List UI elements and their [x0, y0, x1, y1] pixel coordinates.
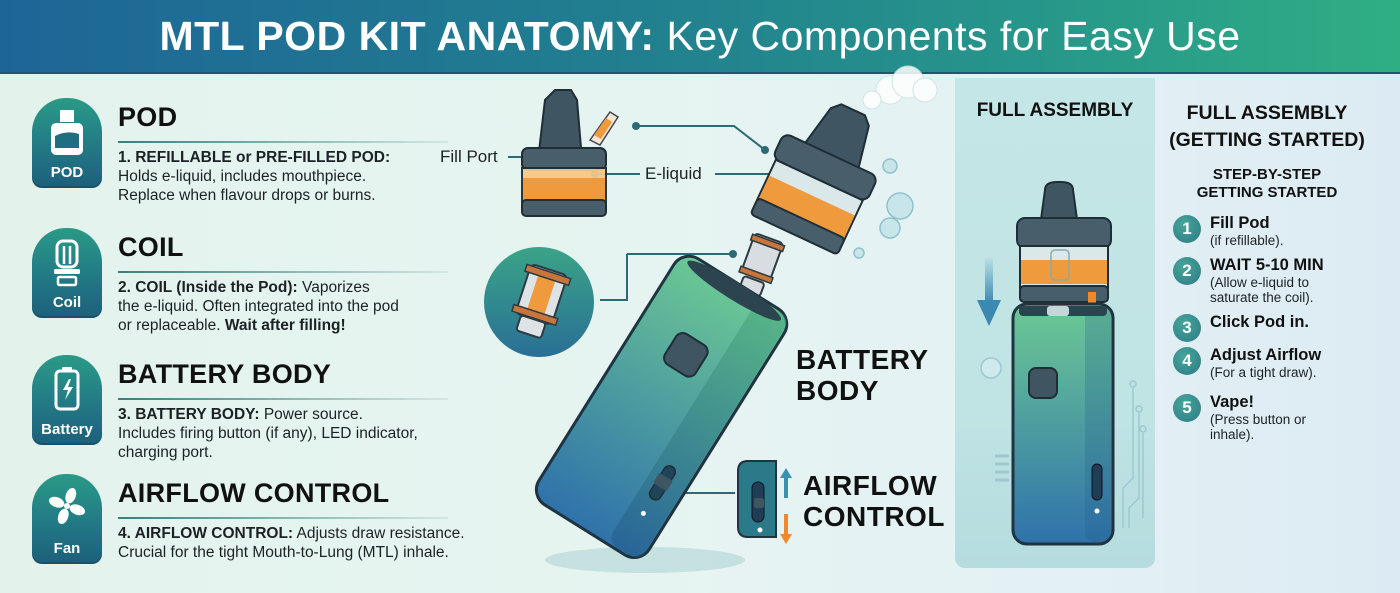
airflow-label-line: AIRFLOW — [803, 470, 938, 501]
battery-lead-tail: Power source. — [259, 406, 363, 423]
pod-badge: POD — [32, 98, 102, 188]
step-title: WAIT 5-10 MIN — [1210, 256, 1324, 274]
step-number-badge: 3 — [1173, 314, 1201, 342]
battery-badge-label: Battery — [41, 421, 93, 438]
battery-body-label: BATTERY BODY — [796, 344, 929, 406]
coil-badge: Coil — [32, 228, 102, 318]
pod-illustration — [750, 103, 877, 255]
step-title: Fill Pod — [1210, 214, 1270, 232]
step-title: Vape! — [1210, 393, 1255, 411]
component-airflow: Fan AIRFLOW CONTROL 4. AIRFLOW CONTROL: … — [32, 474, 465, 584]
step-desc-line: saturate the coil). — [1210, 290, 1314, 305]
airflow-control-label: AIRFLOW CONTROL — [803, 470, 945, 532]
airflow-line: Crucial for the tight Mouth-to-Lung (MTL… — [118, 544, 449, 561]
airflow-slider-illustration — [737, 460, 777, 538]
steps-header: FULL ASSEMBLY (GETTING STARTED) STEP-BY-… — [1162, 100, 1372, 202]
battery-icon — [54, 367, 80, 411]
pod-line: Holds e-liquid, includes mouthpiece. — [118, 168, 367, 185]
battery-body-label-line: BODY — [796, 375, 879, 406]
assembled-device-illustration — [977, 181, 1147, 546]
pod-icon — [51, 110, 83, 155]
steps-title: FULL ASSEMBLY — [1186, 102, 1348, 124]
coil-line: or replaceable. — [118, 317, 225, 334]
battery-line: charging port. — [118, 444, 213, 461]
component-coil: Coil COIL 2. COIL (Inside the Pod): Vapo… — [32, 228, 462, 338]
vapor-cloud-icon — [845, 65, 938, 119]
pod-description: 1. REFILLABLE or PRE-FILLED POD: Holds e… — [118, 148, 390, 205]
step-number-badge: 1 — [1173, 215, 1201, 243]
page-title: MTL POD KIT ANATOMY: Key Components for … — [159, 13, 1240, 60]
battery-badge: Battery — [32, 355, 102, 445]
airflow-description: 4. AIRFLOW CONTROL: Adjusts draw resista… — [118, 524, 465, 562]
pod-badge-label: POD — [50, 164, 84, 181]
battery-illustration — [534, 254, 789, 559]
step-description: (if refillable). — [1210, 233, 1284, 248]
coil-heading: COIL — [118, 232, 184, 262]
component-battery: Battery BATTERY BODY 3. BATTERY BODY: Po… — [32, 355, 462, 465]
step-title: Adjust Airflow — [1210, 346, 1322, 364]
step-description: (For a tight draw). — [1210, 365, 1317, 380]
battery-body-label-line: BATTERY — [796, 344, 929, 375]
step-number-badge: 5 — [1173, 394, 1201, 422]
step-desc-line: (For a tight draw). — [1210, 365, 1317, 380]
header-banner: MTL POD KIT ANATOMY: Key Components for … — [0, 0, 1400, 74]
step-description: (Press button or inhale). — [1210, 412, 1306, 442]
coil-line: the e-liquid. Often integrated into the … — [118, 298, 399, 315]
step-number-badge: 4 — [1173, 347, 1201, 375]
divider — [118, 398, 448, 400]
battery-heading: BATTERY BODY — [118, 359, 332, 389]
step-title: Click Pod in. — [1210, 313, 1310, 331]
divider — [118, 271, 448, 273]
step-desc-line: inhale). — [1210, 427, 1255, 442]
steps-subtitle: GETTING STARTED — [1196, 184, 1338, 201]
down-arrow-icon — [977, 258, 1001, 326]
coil-illustration — [738, 233, 786, 297]
steps-subtitle: STEP-BY-STEP — [1212, 166, 1322, 183]
step-desc-line: (Allow e-liquid to — [1210, 275, 1310, 290]
divider — [118, 517, 448, 519]
pod-line: Replace when flavour drops or burns. — [118, 187, 376, 204]
fan-badge-label: Fan — [53, 540, 81, 557]
battery-lead: 3. BATTERY BODY: — [118, 406, 260, 423]
battery-description: 3. BATTERY BODY: Power source. Includes … — [118, 405, 418, 462]
coil-description: 2. COIL (Inside the Pod): Vaporizes the … — [118, 278, 399, 335]
step-description: (Allow e-liquid to saturate the coil). — [1210, 275, 1314, 305]
divider — [118, 141, 448, 143]
eliquid-label: E-liquid — [645, 164, 702, 183]
full-assembly-panel: FULL ASSEMBLY — [955, 78, 1155, 568]
fill-port-label: Fill Port — [440, 147, 498, 166]
coil-warning: Wait after filling! — [224, 317, 346, 334]
component-pod: POD POD 1. REFILLABLE or PRE-FILLED POD:… — [32, 98, 462, 208]
battery-line: Includes firing button (if any), LED ind… — [118, 425, 418, 442]
full-assembly-title: FULL ASSEMBLY — [976, 100, 1134, 121]
airflow-heading: AIRFLOW CONTROL — [118, 478, 390, 508]
up-down-arrow-icon — [780, 468, 792, 544]
fan-icon — [48, 487, 86, 525]
fan-badge: Fan — [32, 474, 102, 564]
step-desc-line: (Press button or — [1210, 412, 1307, 427]
airflow-lead-tail: Adjusts draw resistance. — [293, 525, 465, 542]
coil-badge-label: Coil — [52, 294, 82, 311]
pod-refill-illustration — [521, 89, 620, 217]
pod-heading: POD — [118, 102, 178, 132]
coil-icon — [54, 239, 80, 287]
step-desc-line: (if refillable). — [1210, 233, 1284, 248]
steps-title-sub: (GETTING STARTED) — [1169, 129, 1365, 151]
step-number-badge: 2 — [1173, 257, 1201, 285]
page-title-bold: MTL POD KIT ANATOMY: — [159, 12, 655, 59]
coil-lead-tail: Vaporizes — [297, 279, 370, 296]
airflow-label-line: CONTROL — [803, 501, 945, 532]
pod-lead: 1. REFILLABLE or PRE-FILLED POD: — [118, 149, 391, 166]
coil-lead: 2. COIL (Inside the Pod): — [118, 279, 298, 296]
page-title-regular: Key Components for Easy Use — [654, 12, 1241, 59]
airflow-lead: 4. AIRFLOW CONTROL: — [118, 525, 294, 542]
